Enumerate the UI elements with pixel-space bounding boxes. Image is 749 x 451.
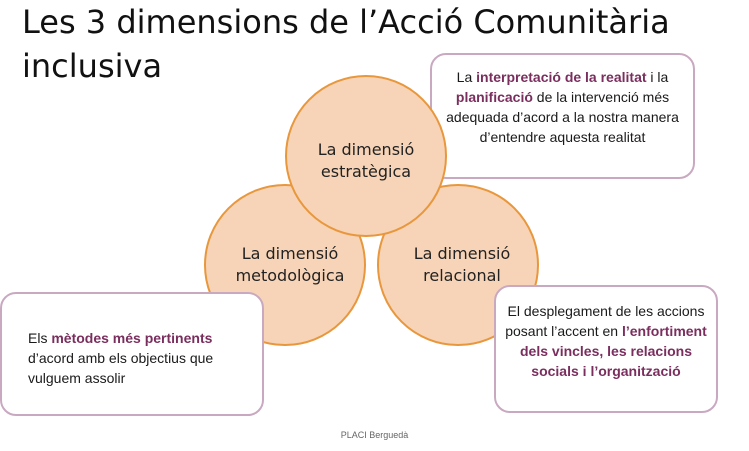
circle-relational-line-1: La dimensió <box>413 244 511 263</box>
box-left-highlight-1: mètodes més pertinents <box>51 330 213 346</box>
circle-strategic-line-2: estratègica <box>320 162 412 181</box>
box-left-text-1: Els <box>28 330 52 346</box>
box-top-highlight-1: interpretació de la realitat <box>476 69 647 85</box>
title-line-2: inclusiva <box>22 47 163 85</box>
box-top-text-3: de la intervenció més adequada d’acord a… <box>446 89 679 145</box>
box-right-text-1: El desplegament de les accions posant l’… <box>505 303 705 339</box>
circle-strategic-label: La dimensió estratègica <box>306 139 426 183</box>
circle-strategic: La dimensió estratègica <box>285 75 447 237</box>
strategic-description-box: La interpretació de la realitat i la pla… <box>430 53 695 179</box>
box-left-text-2: d’acord amb els objectius que vulguem as… <box>28 350 214 386</box>
relational-description-box: El desplegament de les accions posant l’… <box>494 285 718 413</box>
circle-relational-label: La dimensió relacional <box>402 243 522 287</box>
box-top-text-1: La <box>456 69 477 85</box>
circle-methodological-line-1: La dimensió <box>241 244 339 263</box>
slide-title: Les 3 dimensions de l’Acció Comunitària … <box>22 0 722 88</box>
circle-methodological-line-2: metodològica <box>235 266 345 285</box>
footer-credit: PLACI Berguedà <box>340 430 409 440</box>
circle-methodological-label: La dimensió metodològica <box>225 243 355 287</box>
box-top-text-2: i la <box>646 69 669 85</box>
box-top-highlight-2: planificació <box>455 89 533 105</box>
title-part-1: Les 3 dimensions <box>22 3 299 41</box>
methodological-description-box: Els mètodes més pertinents d’acord amb e… <box>0 292 264 416</box>
circle-strategic-line-1: La dimensió <box>317 140 415 159</box>
circle-relational-line-2: relacional <box>423 266 501 285</box>
title-part-2: de l’Acció Comunitària <box>298 3 670 41</box>
box-right-highlight-1: l’enfortiment dels vincles, les relacion… <box>520 323 707 379</box>
